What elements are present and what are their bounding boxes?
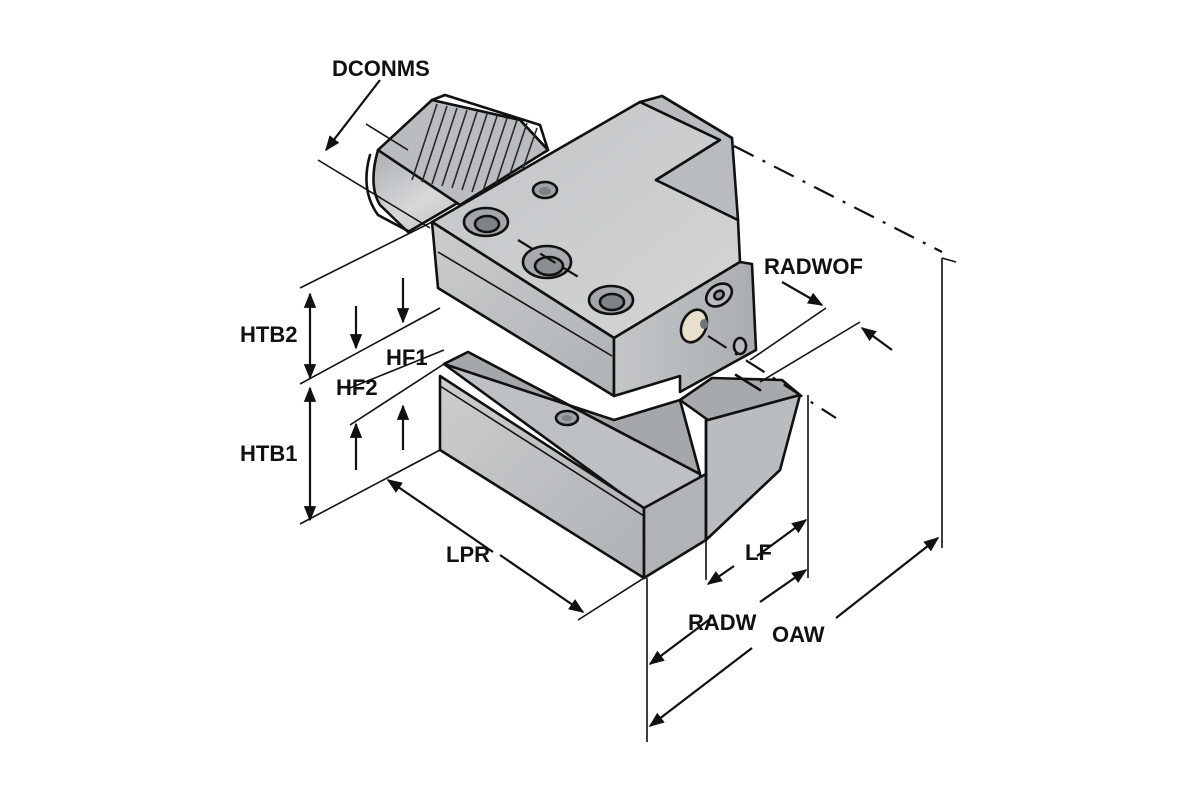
shank: [365, 93, 550, 234]
label-htb2: HTB2: [240, 322, 297, 347]
label-lf: LF: [745, 540, 772, 565]
coolant-nozzle: [679, 282, 748, 356]
tool-block-front: [704, 393, 802, 542]
label-hf2: HF2: [336, 375, 378, 400]
label-oaw: OAW: [772, 622, 825, 647]
label-radwof: RADWOF: [764, 254, 863, 279]
serration-lines: [411, 103, 538, 201]
tool-holder-body: [365, 93, 802, 580]
tool-block-top: [678, 376, 802, 422]
label-radw: RADW: [688, 610, 757, 635]
base-top: [442, 350, 702, 476]
dimension-labels: DCONMS HTB2 HF1 HF2 HTB1 LPR RADWOF LF R…: [240, 56, 863, 647]
label-htb1: HTB1: [240, 441, 297, 466]
dimension-lines: [299, 79, 957, 742]
label-dconms: DCONMS: [332, 56, 430, 81]
label-hf1: HF1: [386, 345, 428, 370]
label-lpr: LPR: [446, 542, 490, 567]
mounting-holes: [462, 180, 635, 316]
